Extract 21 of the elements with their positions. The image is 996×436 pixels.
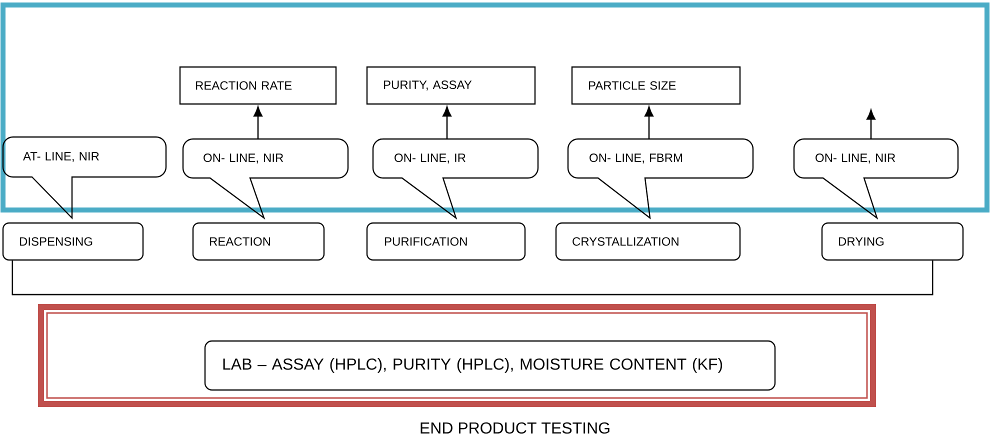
process-box: CRYSTALLIZATION bbox=[555, 222, 741, 261]
arrow bbox=[866, 110, 876, 139]
process-box: REACTION bbox=[192, 222, 325, 261]
output-box: PARTICLE SIZE bbox=[571, 66, 741, 105]
arrow bbox=[442, 106, 452, 139]
output-box: REACTION RATE bbox=[179, 66, 337, 105]
process-box: PURIFICATION bbox=[366, 222, 526, 261]
speech-bubble: ON- LINE, FBRM bbox=[567, 138, 754, 219]
speech-bubble: ON- LINE, NIR bbox=[182, 138, 349, 219]
speech-bubble: ON- LINE, NIR bbox=[793, 138, 959, 219]
frame-title: END PRODUCT TESTING bbox=[420, 422, 610, 434]
process-box: DISPENSING bbox=[2, 222, 144, 261]
speech-bubble: ON- LINE, IR bbox=[372, 138, 539, 219]
output-box: PURITY, ASSAY bbox=[366, 66, 536, 105]
frame bbox=[0, 2, 990, 212]
arrow bbox=[644, 106, 654, 139]
connector-line bbox=[12, 260, 934, 296]
arrow bbox=[254, 106, 262, 139]
speech-bubble: AT- LINE, NIR bbox=[2, 136, 167, 219]
process-box: DRYING bbox=[821, 222, 964, 261]
test-box: LAB – ASSAY (HPLC), PURITY (HPLC), MOISTURE CONTENT (KF) bbox=[204, 340, 776, 391]
